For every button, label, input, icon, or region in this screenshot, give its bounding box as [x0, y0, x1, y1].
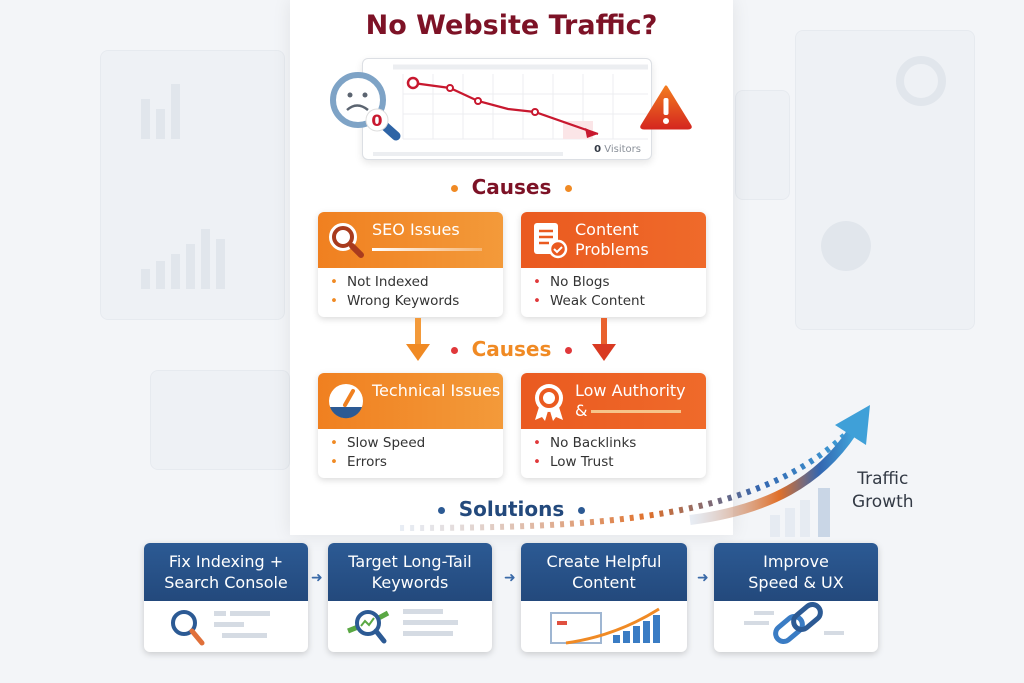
list-item: Low Trust	[533, 453, 706, 472]
traffic-line	[412, 81, 599, 136]
background-dashboard-left-2	[150, 370, 290, 470]
magnifier-chart-icon	[347, 609, 458, 644]
background-dashboard-left	[100, 50, 285, 320]
list-item: Weak Content	[533, 292, 706, 311]
chain-decoration-icon	[591, 410, 682, 413]
magnifier-icon	[329, 223, 364, 258]
list-item: Wrong Keywords	[330, 292, 503, 311]
card-title: SEO Issues	[372, 220, 460, 239]
declining-traffic-chart	[373, 64, 648, 156]
document-check-icon	[534, 223, 568, 259]
magnifier-icon	[171, 610, 270, 646]
list-item: Slow Speed	[330, 434, 503, 453]
list-item: No Backlinks	[533, 434, 706, 453]
list-item: Errors	[330, 453, 503, 472]
main-panel: No Website Traffic? 0 Visitors 0 Causes …	[290, 0, 733, 535]
sad-magnifier-icon: 0	[330, 72, 401, 141]
award-badge-icon	[535, 384, 563, 421]
growth-chart-icon	[550, 607, 660, 645]
list-item: No Blogs	[533, 273, 706, 292]
solutions-heading: Solutions	[290, 497, 733, 521]
visitors-count: 0 Visitors	[594, 144, 641, 155]
cause-card-content-problems: Content Problems No BlogsWeak Content	[521, 212, 706, 317]
card-title: Content Problems	[575, 220, 649, 259]
arrow-down-icon	[406, 318, 430, 361]
causes-heading: Causes	[290, 175, 733, 199]
card-title: Low Authority	[575, 381, 686, 400]
arrow-down-icon	[592, 318, 616, 361]
arrow-right-icon: ➜	[697, 570, 709, 586]
cause-card-technical-issues: Technical Issues Slow SpeedErrors	[318, 373, 503, 478]
solution-fix-indexing: Fix Indexing +Search Console	[144, 543, 308, 652]
chain-link-icon	[744, 602, 844, 644]
page-title: No Website Traffic?	[365, 10, 658, 41]
warning-icon	[640, 85, 692, 130]
arrow-right-icon: ➜	[504, 570, 516, 586]
background-dashboard-right-2	[735, 90, 790, 200]
cause-card-seo-issues: SEO Issues Not IndexedWrong Keywords	[318, 212, 503, 317]
list-item: Not Indexed	[330, 273, 503, 292]
speedometer-icon	[329, 384, 363, 419]
card-title: Technical Issues	[372, 381, 501, 400]
background-dashboard-right	[795, 30, 975, 330]
arrow-right-icon: ➜	[311, 570, 323, 586]
traffic-chart-card: 0 Visitors	[362, 58, 652, 160]
cause-card-low-authority: Low Authority & No BacklinksLow Trust	[521, 373, 706, 478]
causes-subheading: Causes	[290, 337, 733, 361]
svg-text:0: 0	[371, 111, 382, 130]
